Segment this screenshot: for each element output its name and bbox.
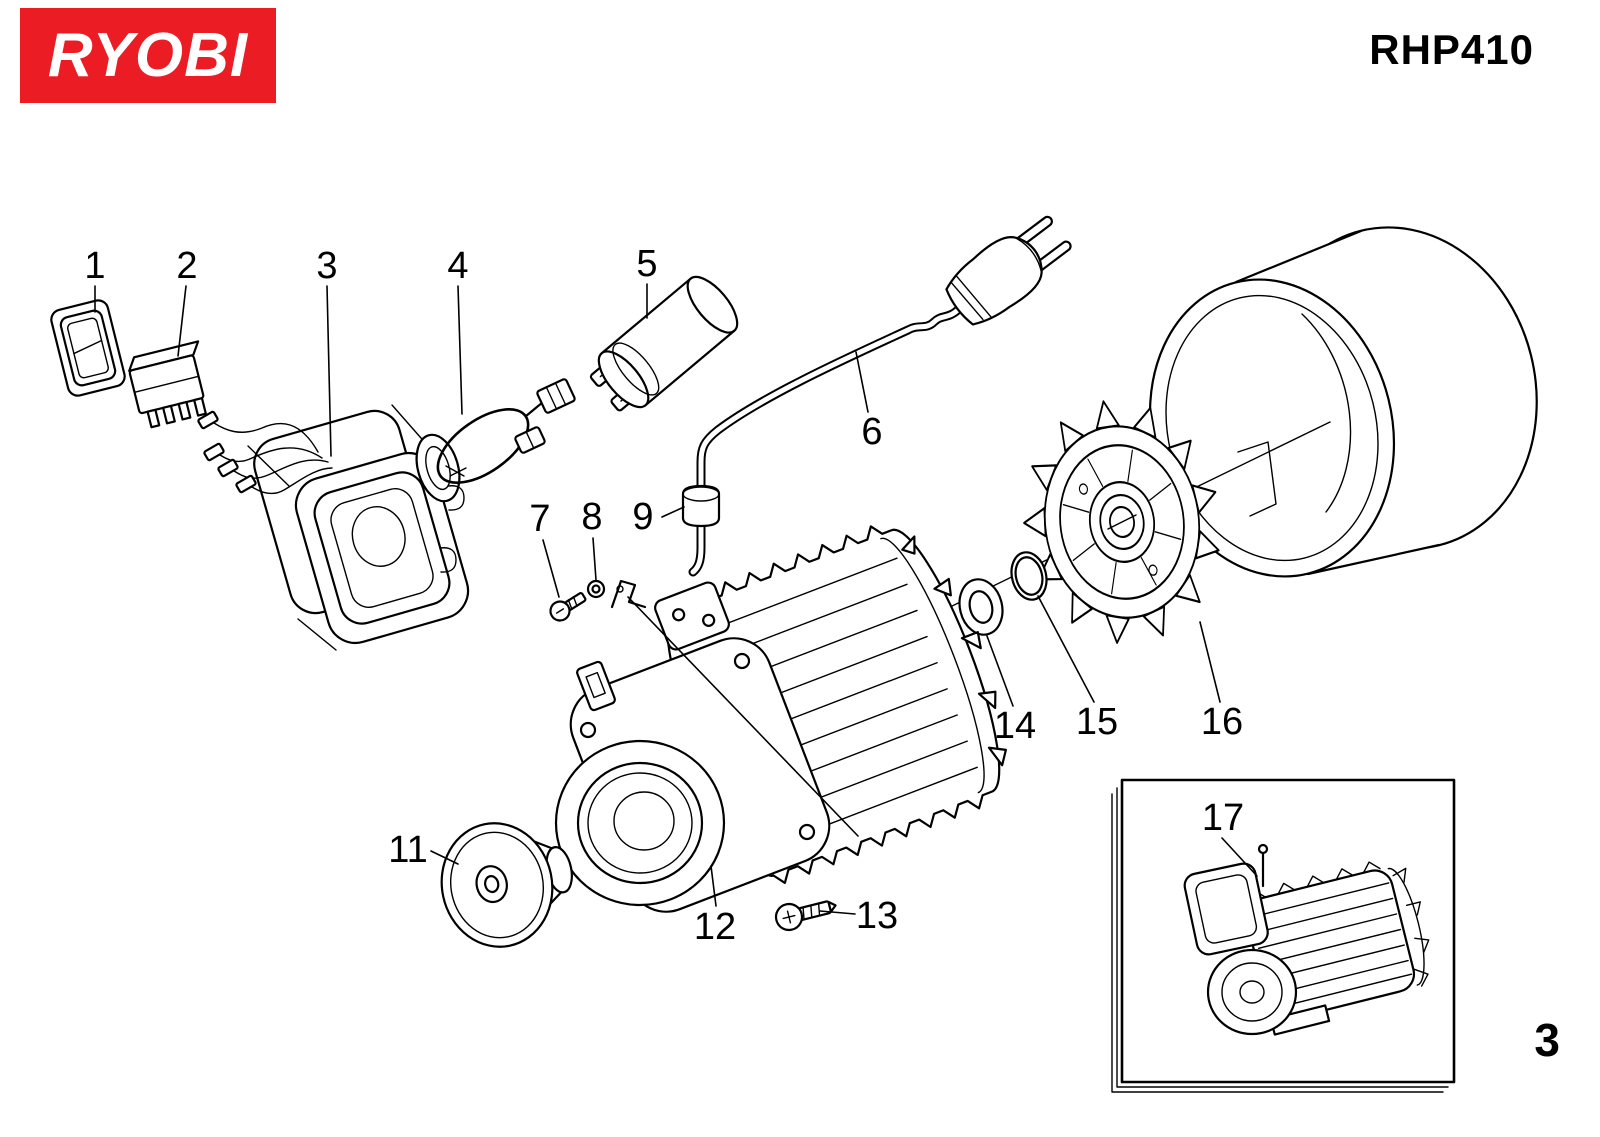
front-housing-drawing <box>554 637 831 913</box>
wiring-drawing <box>197 410 333 495</box>
switch-bezel-drawing <box>50 299 126 397</box>
model-number: RHP410 <box>1369 26 1534 73</box>
part-label-15: 15 <box>1075 701 1119 743</box>
brand-text: RYOBI <box>47 21 249 90</box>
part-label-8: 8 <box>581 496 603 538</box>
part-label-14: 14 <box>993 705 1037 747</box>
part-label-9: 9 <box>632 496 654 538</box>
part-label-4: 4 <box>447 245 469 287</box>
screw-13-drawing <box>774 900 837 932</box>
screw-7-drawing <box>549 592 587 622</box>
motor-drawing <box>554 525 1007 913</box>
part-label-17: 17 <box>1201 797 1245 839</box>
part-label-3: 3 <box>316 245 338 287</box>
wire-loop-drawing <box>436 378 576 484</box>
switch-drawing <box>128 340 207 429</box>
leader-lines <box>94 283 1258 915</box>
page-number: 3 <box>1534 1014 1560 1066</box>
part-label-1: 1 <box>84 245 106 287</box>
part-label-12: 12 <box>693 906 737 948</box>
power-cord-drawing <box>681 215 1072 577</box>
part-label-11: 11 <box>388 829 428 871</box>
ryobi-logo: RYOBI <box>20 8 276 103</box>
part-label-5: 5 <box>636 243 658 285</box>
terminal-box-drawing <box>247 404 470 651</box>
capacitor-drawing <box>589 275 739 412</box>
cord-grommet-drawing <box>681 484 721 528</box>
clamp-bracket-drawing <box>654 581 730 651</box>
part-label-6: 6 <box>861 411 883 453</box>
assembled-unit-drawing <box>1183 843 1430 1036</box>
part-label-13: 13 <box>855 895 899 937</box>
part-label-7: 7 <box>529 498 551 540</box>
end-cap-drawing <box>440 822 573 948</box>
cord-clamp-drawing <box>610 579 647 609</box>
mounting-lug-drawing <box>576 660 616 712</box>
inset-box <box>1111 778 1456 1093</box>
part-label-16: 16 <box>1200 701 1244 743</box>
fan-shroud-drawing <box>1148 226 1538 578</box>
seal-drawing <box>958 578 1004 636</box>
plug-drawing <box>945 215 1072 326</box>
washer-drawing <box>586 579 606 599</box>
part-label-2: 2 <box>176 245 198 287</box>
retaining-ring-drawing <box>1010 551 1048 601</box>
